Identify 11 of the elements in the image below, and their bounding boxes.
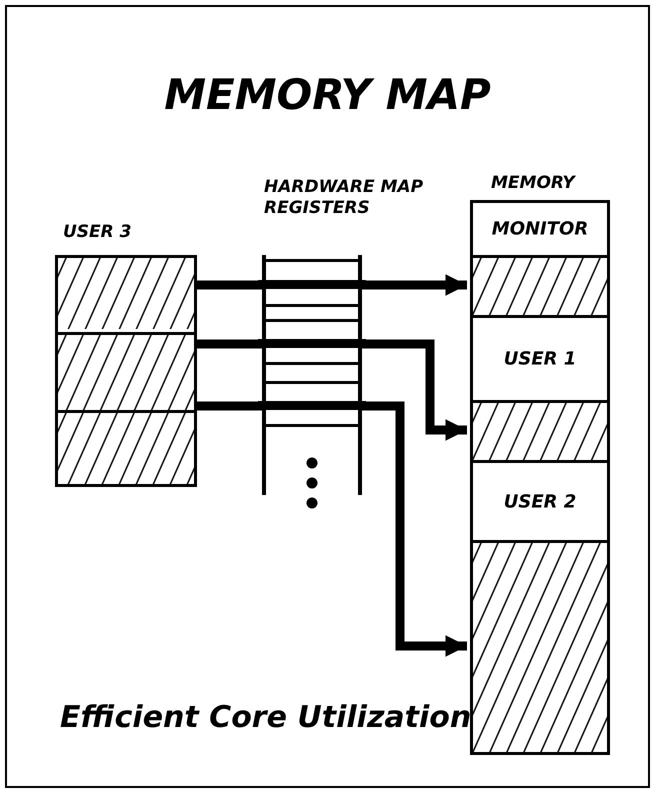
caption: Efficient Core Utilization xyxy=(60,700,472,735)
connector-arrow xyxy=(362,274,467,296)
diagram-title: MEMORY MAP xyxy=(163,70,492,119)
segment-label: MONITOR xyxy=(490,218,590,240)
segment-label: USER 2 xyxy=(502,491,578,512)
heading-label: MEMORY xyxy=(491,173,577,194)
connector-arrow xyxy=(362,402,467,657)
heading-label: USER 3 xyxy=(63,222,132,244)
segment-label: USER 1 xyxy=(502,348,578,370)
heading-label: HARDWARE MAP REGISTERS xyxy=(264,177,424,220)
connector-arrow xyxy=(362,340,467,441)
